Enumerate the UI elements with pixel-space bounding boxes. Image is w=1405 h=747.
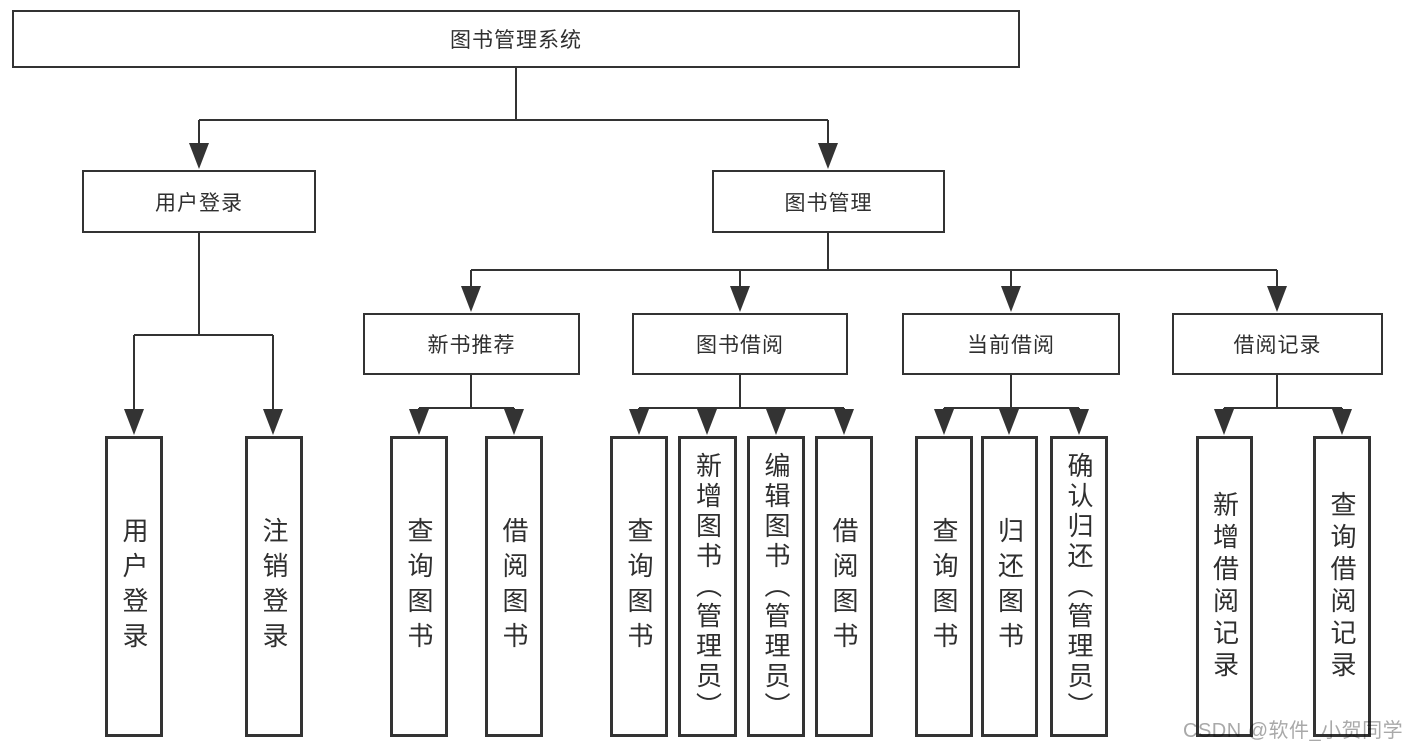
leaf-logout: 注销登录 xyxy=(245,436,303,737)
arrowhead xyxy=(934,409,954,435)
arrowhead xyxy=(999,409,1019,435)
leaf-edit-book-admin: 编辑图书（管理员） xyxy=(747,436,805,737)
watermark: CSDN @软件_小贺同学 xyxy=(1183,720,1404,742)
leaf-label: 新增借阅记录 xyxy=(1209,490,1240,683)
arrowhead xyxy=(834,409,854,435)
node-label: 图书借阅 xyxy=(696,334,784,357)
node-library-system: 图书管理系统 xyxy=(12,10,1020,68)
arrowhead xyxy=(263,409,283,435)
node-borrowing-records: 借阅记录 xyxy=(1172,313,1383,375)
leaf-query-books-recommend: 查询图书 xyxy=(390,436,448,737)
arrowhead xyxy=(697,409,717,435)
arrowhead xyxy=(730,286,750,312)
leaf-label: 新增图书（管理员） xyxy=(692,451,723,722)
leaf-label: 注销登录 xyxy=(259,516,289,657)
leaf-label: 编辑图书（管理员） xyxy=(761,451,791,722)
leaf-query-books-current: 查询图书 xyxy=(915,436,973,737)
leaf-label: 借阅图书 xyxy=(499,516,529,657)
leaf-label: 查询图书 xyxy=(929,516,959,657)
arrowhead xyxy=(409,409,429,435)
arrowhead xyxy=(818,143,838,169)
arrowhead xyxy=(1267,286,1287,312)
arrowhead xyxy=(629,409,649,435)
arrowhead xyxy=(766,409,786,435)
leaf-add-book-admin: 新增图书（管理员） xyxy=(678,436,737,737)
leaf-label: 确认归还（管理员） xyxy=(1064,451,1094,722)
leaf-label: 用户登录 xyxy=(119,516,149,657)
leaf-query-books-borrow: 查询图书 xyxy=(610,436,668,737)
leaf-borrow-books-recommend: 借阅图书 xyxy=(485,436,543,737)
arrowhead xyxy=(1069,409,1089,435)
leaf-user-login: 用户登录 xyxy=(105,436,163,737)
leaf-add-borrow-record: 新增借阅记录 xyxy=(1196,436,1253,737)
node-label: 当前借阅 xyxy=(967,334,1055,357)
leaf-return-book: 归还图书 xyxy=(981,436,1038,737)
leaf-label: 查询图书 xyxy=(404,516,434,657)
arrowhead xyxy=(1214,409,1234,435)
leaf-confirm-return-admin: 确认归还（管理员） xyxy=(1050,436,1108,737)
leaf-label: 归还图书 xyxy=(994,516,1025,657)
node-label: 图书管理 xyxy=(784,191,873,215)
node-label: 借阅记录 xyxy=(1233,334,1322,357)
arrowhead xyxy=(189,143,209,169)
leaf-borrow-books: 借阅图书 xyxy=(815,436,873,737)
node-label: 图书管理系统 xyxy=(450,29,582,52)
node-book-management: 图书管理 xyxy=(712,170,945,233)
leaf-label: 借阅图书 xyxy=(829,516,859,657)
node-current-borrowing: 当前借阅 xyxy=(902,313,1120,375)
arrowhead xyxy=(504,409,524,435)
arrowhead xyxy=(1332,409,1352,435)
node-label: 用户登录 xyxy=(155,191,243,215)
node-new-book-recommendation: 新书推荐 xyxy=(363,313,580,375)
leaf-label: 查询借阅记录 xyxy=(1327,490,1357,683)
arrowhead xyxy=(1001,286,1021,312)
arrowhead-group xyxy=(124,143,1352,435)
node-book-borrowing: 图书借阅 xyxy=(632,313,848,375)
node-user-login: 用户登录 xyxy=(82,170,316,233)
arrowhead xyxy=(124,409,144,435)
arrowhead xyxy=(461,286,481,312)
node-label: 新书推荐 xyxy=(427,334,516,357)
leaf-label: 查询图书 xyxy=(624,516,654,657)
leaf-query-borrow-record: 查询借阅记录 xyxy=(1313,436,1371,737)
